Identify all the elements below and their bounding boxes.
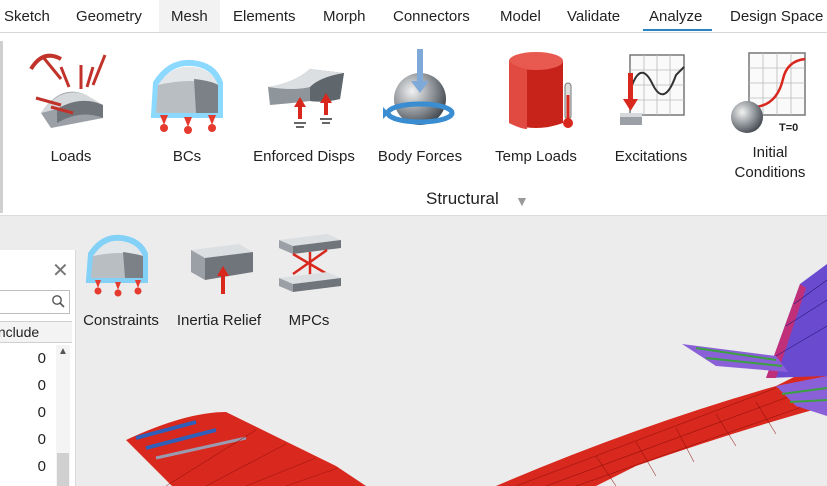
tool-temp-loads-label: Temp Loads (495, 148, 577, 165)
tool-bcs[interactable]: BCs (140, 43, 234, 167)
column-header-include[interactable]: Include (0, 321, 72, 343)
menu-morph[interactable]: Morph (323, 8, 366, 25)
tool-initial-conditions-label-1: Initial (752, 144, 788, 161)
search-input[interactable] (0, 290, 70, 314)
bcs-icon (150, 59, 223, 134)
flyout-constraints[interactable]: Constraints (82, 230, 160, 331)
scrollbar[interactable]: ▲ (56, 345, 70, 486)
list-item[interactable]: 0 (37, 404, 46, 421)
mpcs-icon (279, 234, 341, 292)
menu-geometry[interactable]: Geometry (76, 8, 142, 25)
menu-analyze[interactable]: Analyze (642, 0, 713, 32)
list-item[interactable]: 0 (0, 480, 56, 486)
group-label-structural[interactable]: Structural (426, 189, 499, 208)
loads-icon (29, 53, 107, 128)
menu-design-space[interactable]: Design Space (730, 8, 824, 25)
tool-excitations-label: Excitations (614, 148, 688, 165)
enforced-disps-icon (268, 69, 344, 128)
close-icon[interactable]: ✕ (52, 260, 69, 282)
model-viewport[interactable] (76, 216, 827, 486)
menu-model[interactable]: Model (500, 8, 541, 25)
tool-initial-conditions-label-2: Conditions (734, 164, 806, 181)
bcs-flyout: Constraints Inertia Relief MPCs (74, 224, 374, 344)
scroll-up-icon[interactable]: ▲ (58, 346, 68, 357)
constraints-icon (85, 234, 148, 297)
list-item[interactable]: 0 (37, 431, 46, 448)
tool-enforced-disps[interactable]: Enforced Disps (246, 43, 362, 167)
tool-excitations[interactable]: Excitations (603, 43, 699, 167)
search-icon[interactable] (51, 294, 65, 308)
initial-conditions-icon: T=0 (731, 52, 806, 134)
flyout-constraints-label: Constraints (83, 312, 159, 329)
menu-validate[interactable]: Validate (567, 8, 621, 25)
menu-bar: Sketch Geometry Mesh Elements Morph Conn… (0, 0, 827, 33)
tool-initial-conditions[interactable]: T=0 Initial Conditions (724, 43, 816, 183)
tool-loads[interactable]: Loads (18, 43, 124, 167)
tool-enforced-disps-label: Enforced Disps (253, 148, 355, 165)
excitations-icon (620, 54, 685, 125)
menu-sketch[interactable]: Sketch (4, 8, 50, 25)
inertia-relief-icon (191, 244, 253, 294)
body-forces-icon (383, 49, 455, 125)
tool-bcs-label: BCs (172, 148, 202, 165)
tool-body-forces[interactable]: Body Forces (370, 43, 470, 167)
ribbon-divider (0, 41, 3, 213)
list-item[interactable]: 0 (37, 458, 46, 475)
list-item[interactable]: 0 (37, 377, 46, 394)
tool-body-forces-label: Body Forces (377, 148, 463, 165)
column-header-include-label: Include (0, 324, 40, 340)
flyout-mpcs-label: MPCs (288, 312, 330, 329)
flyout-mpcs[interactable]: MPCs (270, 230, 348, 331)
menu-elements[interactable]: Elements (233, 8, 296, 25)
menu-mesh[interactable]: Mesh (159, 0, 220, 32)
tool-loads-label: Loads (50, 148, 92, 165)
scroll-thumb[interactable] (57, 453, 69, 486)
tool-temp-loads[interactable]: Temp Loads (486, 43, 586, 167)
list-item[interactable]: 0 (37, 350, 46, 367)
flyout-inertia-relief[interactable]: Inertia Relief (172, 230, 266, 331)
initial-badge: T=0 (779, 122, 798, 134)
flyout-inertia-relief-label: Inertia Relief (176, 312, 262, 329)
include-list: 0 0 0 0 0 0 (0, 345, 56, 486)
model-browser-panel: ✕ Include 0 0 0 0 0 0 ▲ (0, 250, 76, 486)
ribbon-panel: Loads BCs Enforced Dis (0, 33, 827, 216)
group-dropdown-icon[interactable]: ▼ (515, 193, 529, 209)
temp-loads-icon (509, 52, 573, 129)
menu-connectors[interactable]: Connectors (393, 8, 470, 25)
